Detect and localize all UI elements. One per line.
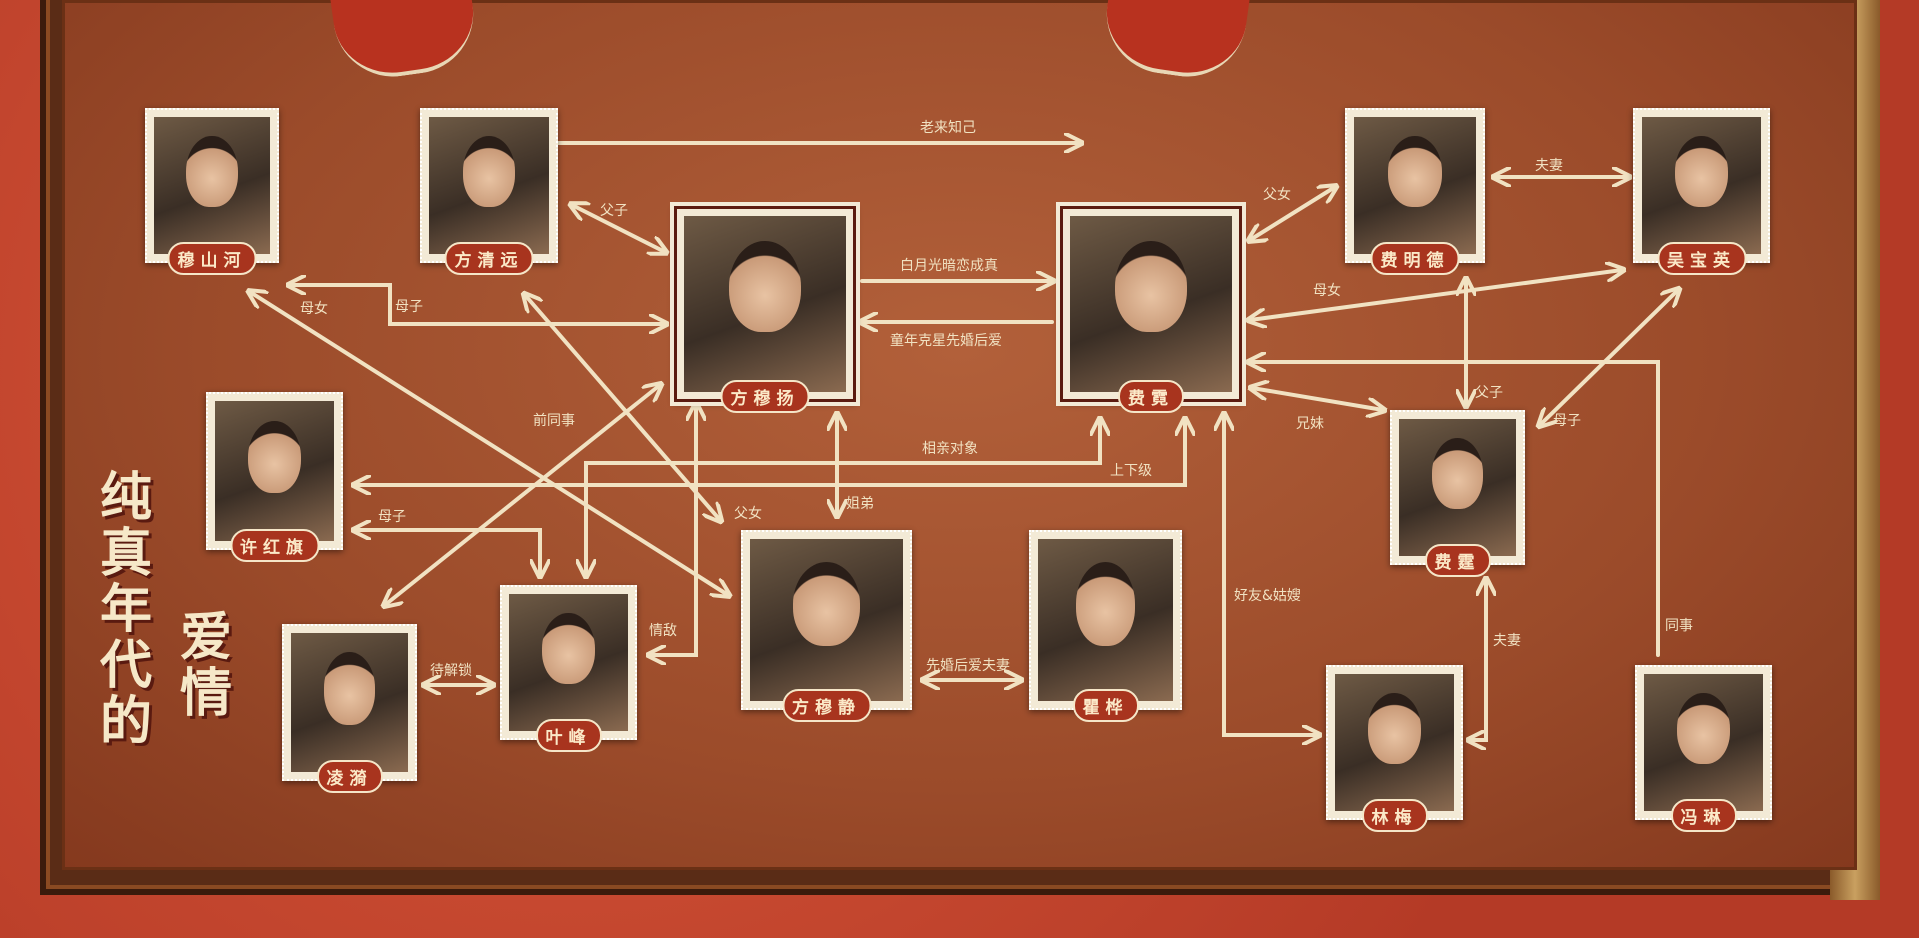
label-fuqi2: 夫妻: [1493, 633, 1521, 649]
character-photo: [154, 117, 270, 254]
character-card-fangmuyang[interactable]: 方穆扬: [670, 202, 860, 413]
edge-shangxiaji: [355, 420, 1185, 485]
character-name: 穆山河: [167, 242, 257, 275]
character-photo: [1335, 674, 1454, 811]
character-name: 凌漪: [316, 760, 383, 793]
label-xiongmei: 兄妹: [1296, 416, 1324, 432]
poster-title-part2: 爱情: [180, 607, 233, 724]
label-muzi1: 母子: [395, 299, 423, 315]
character-card-feiting[interactable]: 费霆: [1390, 410, 1525, 577]
edge-qingdi: [650, 405, 696, 655]
character-photo: [1642, 117, 1761, 254]
label-fuqi1: 夫妻: [1535, 158, 1563, 174]
character-card-feini[interactable]: 费霓: [1056, 202, 1246, 413]
character-card-mushanhe[interactable]: 穆山河: [145, 108, 279, 275]
label-qiantongshi: 前同事: [533, 413, 575, 429]
character-photo: [1399, 419, 1516, 556]
character-name: 叶峰: [535, 719, 602, 752]
edge-muzi1: [290, 285, 665, 324]
character-photo: [750, 539, 903, 701]
character-card-quhua[interactable]: 瞿桦: [1029, 530, 1182, 722]
label-funv2: 父女: [734, 506, 762, 522]
edge-haoyou: [1224, 415, 1318, 735]
label-munv2: 母女: [1313, 283, 1341, 299]
character-card-wubaoying[interactable]: 吴宝英: [1633, 108, 1770, 275]
edge-fuzi1: [572, 205, 665, 252]
label-fuzi1: 父子: [600, 203, 628, 219]
character-card-linmei[interactable]: 林梅: [1326, 665, 1463, 832]
character-name: 吴宝英: [1657, 242, 1746, 275]
character-photo: [429, 117, 549, 254]
character-card-fangqingyuan[interactable]: 方清远: [420, 108, 558, 275]
character-card-yefeng[interactable]: 叶峰: [500, 585, 637, 752]
character-name: 方穆扬: [720, 380, 810, 413]
label-xiangqin: 相亲对象: [922, 441, 978, 457]
character-photo: [509, 594, 628, 731]
character-card-fenglin[interactable]: 冯琳: [1635, 665, 1772, 832]
label-munv1: 母女: [300, 301, 328, 317]
poster-title-part1: 纯真年代的: [100, 467, 153, 752]
label-shangxiaji: 上下级: [1110, 463, 1152, 479]
character-name: 方清远: [444, 242, 534, 275]
character-card-lingyi[interactable]: 凌漪: [282, 624, 417, 793]
character-name: 费霓: [1118, 380, 1184, 413]
character-photo: [684, 216, 846, 392]
label-funv1: 父女: [1263, 187, 1291, 203]
character-name: 费霆: [1424, 544, 1491, 577]
character-name: 瞿桦: [1072, 689, 1139, 722]
label-qingdi: 情敌: [649, 623, 677, 639]
character-name: 费明德: [1370, 242, 1460, 275]
character-name: 林梅: [1361, 799, 1428, 832]
character-name: 许红旗: [230, 529, 319, 562]
character-card-xuhongqi[interactable]: 许红旗: [206, 392, 343, 562]
character-photo: [291, 633, 408, 772]
character-name: 方穆静: [782, 689, 871, 722]
label-muzi3: 母子: [378, 509, 406, 525]
label-jiedi: 姐弟: [846, 496, 874, 512]
character-photo: [1070, 216, 1232, 392]
character-photo: [1644, 674, 1763, 811]
character-card-fangmujing[interactable]: 方穆静: [741, 530, 912, 722]
label-xianhun: 先婚后爱夫妻: [926, 658, 1010, 674]
edge-muzi2: [1540, 290, 1678, 425]
label-muzi2: 母子: [1553, 413, 1581, 429]
edge-qiantongshi: [385, 385, 660, 605]
label-laolaizhiji: 老来知己: [920, 120, 976, 136]
edge-funv1: [1250, 187, 1335, 240]
character-photo: [1354, 117, 1476, 254]
label-tongnian: 童年克星先婚后爱: [890, 333, 1002, 349]
label-daijiesuo: 待解锁: [430, 663, 472, 679]
character-photo: [1038, 539, 1173, 701]
character-photo: [215, 401, 334, 541]
character-name: 冯琳: [1670, 799, 1737, 832]
label-baiyueguang: 白月光暗恋成真: [900, 258, 998, 274]
edge-munv2: [1250, 270, 1622, 320]
label-fuzi2: 父子: [1475, 385, 1503, 401]
edge-fuqi2: [1470, 580, 1486, 740]
edge-xiongmei: [1252, 388, 1383, 410]
label-haoyou: 好友&姑嫂: [1234, 588, 1301, 604]
label-tongshi: 同事: [1665, 618, 1693, 634]
character-card-feimingde[interactable]: 费明德: [1345, 108, 1485, 275]
edge-tongshi: [1250, 362, 1660, 657]
